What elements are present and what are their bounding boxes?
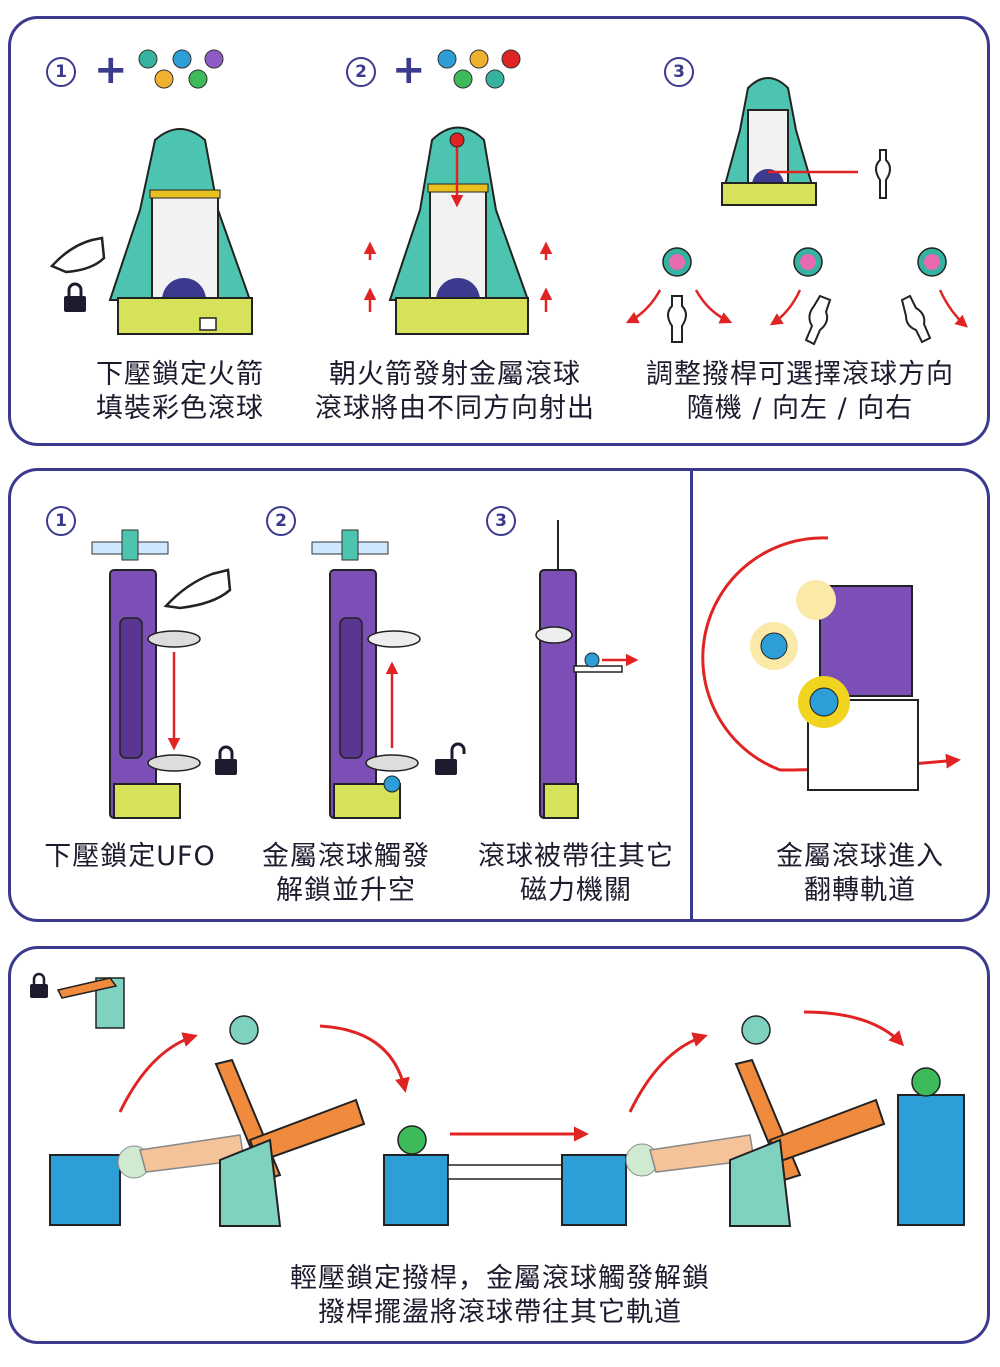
rocket-2: [363, 126, 553, 335]
lever-detail-icon: [875, 149, 891, 199]
caption-line: 隨機 / 向左 / 向右: [686, 393, 914, 424]
caption-line: 金屬滾球進入: [776, 841, 944, 872]
step-3-number: 3: [664, 57, 694, 87]
colored-balls-icon: [138, 49, 224, 89]
ufo-step-2-caption: 金屬滾球觸發 解鎖並升空: [246, 840, 446, 908]
lock-icon: [215, 745, 237, 775]
hand-press-icon: [163, 568, 232, 610]
caption-line: 撥桿擺盪將滾球帶往其它軌道: [318, 1297, 682, 1328]
caption-line: 輕壓鎖定撥桿，金屬滾球觸發解鎖: [290, 1263, 710, 1294]
step-2-caption: 朝火箭發射金屬滾球 滾球將由不同方向射出: [300, 358, 610, 426]
caption-line: 朝火箭發射金屬滾球: [329, 359, 581, 390]
ufo-step-1-number: 1: [46, 506, 76, 536]
lever-set-2: [625, 1010, 965, 1227]
rocket-3: [721, 77, 858, 206]
small-lever-icon: [56, 977, 125, 1029]
ufo-step-3-number: 3: [486, 506, 516, 536]
ufo-tower-1: [91, 529, 201, 819]
step-1-caption: 下壓鎖定火箭 填裝彩色滾球: [60, 358, 300, 426]
step-3-caption: 調整撥桿可選擇滾球方向 隨機 / 向左 / 向右: [625, 358, 975, 426]
panel-divider: [690, 470, 693, 920]
direction-options: [625, 247, 968, 346]
ufo-step-1-caption: 下壓鎖定UFO: [30, 840, 230, 874]
flip-track-caption: 金屬滾球進入 翻轉軌道: [740, 840, 980, 908]
straight-track: [383, 1125, 627, 1226]
caption-line: 金屬滾球觸發: [262, 841, 430, 872]
caption-line: 下壓鎖定火箭: [96, 359, 264, 390]
caption-line: 調整撥桿可選擇滾球方向: [646, 359, 954, 390]
metal-balls-icon: [437, 49, 521, 89]
ufo-tower-2: [311, 529, 421, 819]
unlock-icon: [435, 742, 466, 775]
flip-track: [701, 536, 961, 791]
plus-sign-2: +: [392, 47, 426, 93]
plus-sign-1: +: [94, 47, 128, 93]
caption-line: 磁力機關: [520, 875, 632, 906]
hand-press-icon: [49, 236, 106, 274]
ufo-step-2-number: 2: [266, 506, 296, 536]
lock-icon: [30, 972, 48, 998]
step-1-number: 1: [46, 57, 76, 87]
caption-line: 填裝彩色滾球: [96, 393, 264, 424]
lever-set-1: [49, 1015, 410, 1227]
caption-line: 滾球被帶往其它: [478, 841, 674, 872]
caption-line: 滾球將由不同方向射出: [315, 393, 595, 424]
caption-line: 下壓鎖定UFO: [44, 841, 216, 872]
ufo-tower-3-side: [535, 520, 639, 819]
step-2-number: 2: [346, 57, 376, 87]
lock-icon: [64, 282, 86, 312]
rocket-1: [108, 128, 253, 335]
ufo-step-3-caption: 滾球被帶往其它 磁力機關: [466, 840, 686, 908]
caption-line: 解鎖並升空: [276, 875, 416, 906]
lever-caption: 輕壓鎖定撥桿，金屬滾球觸發解鎖 撥桿擺盪將滾球帶往其它軌道: [240, 1262, 760, 1330]
caption-line: 翻轉軌道: [804, 875, 916, 906]
